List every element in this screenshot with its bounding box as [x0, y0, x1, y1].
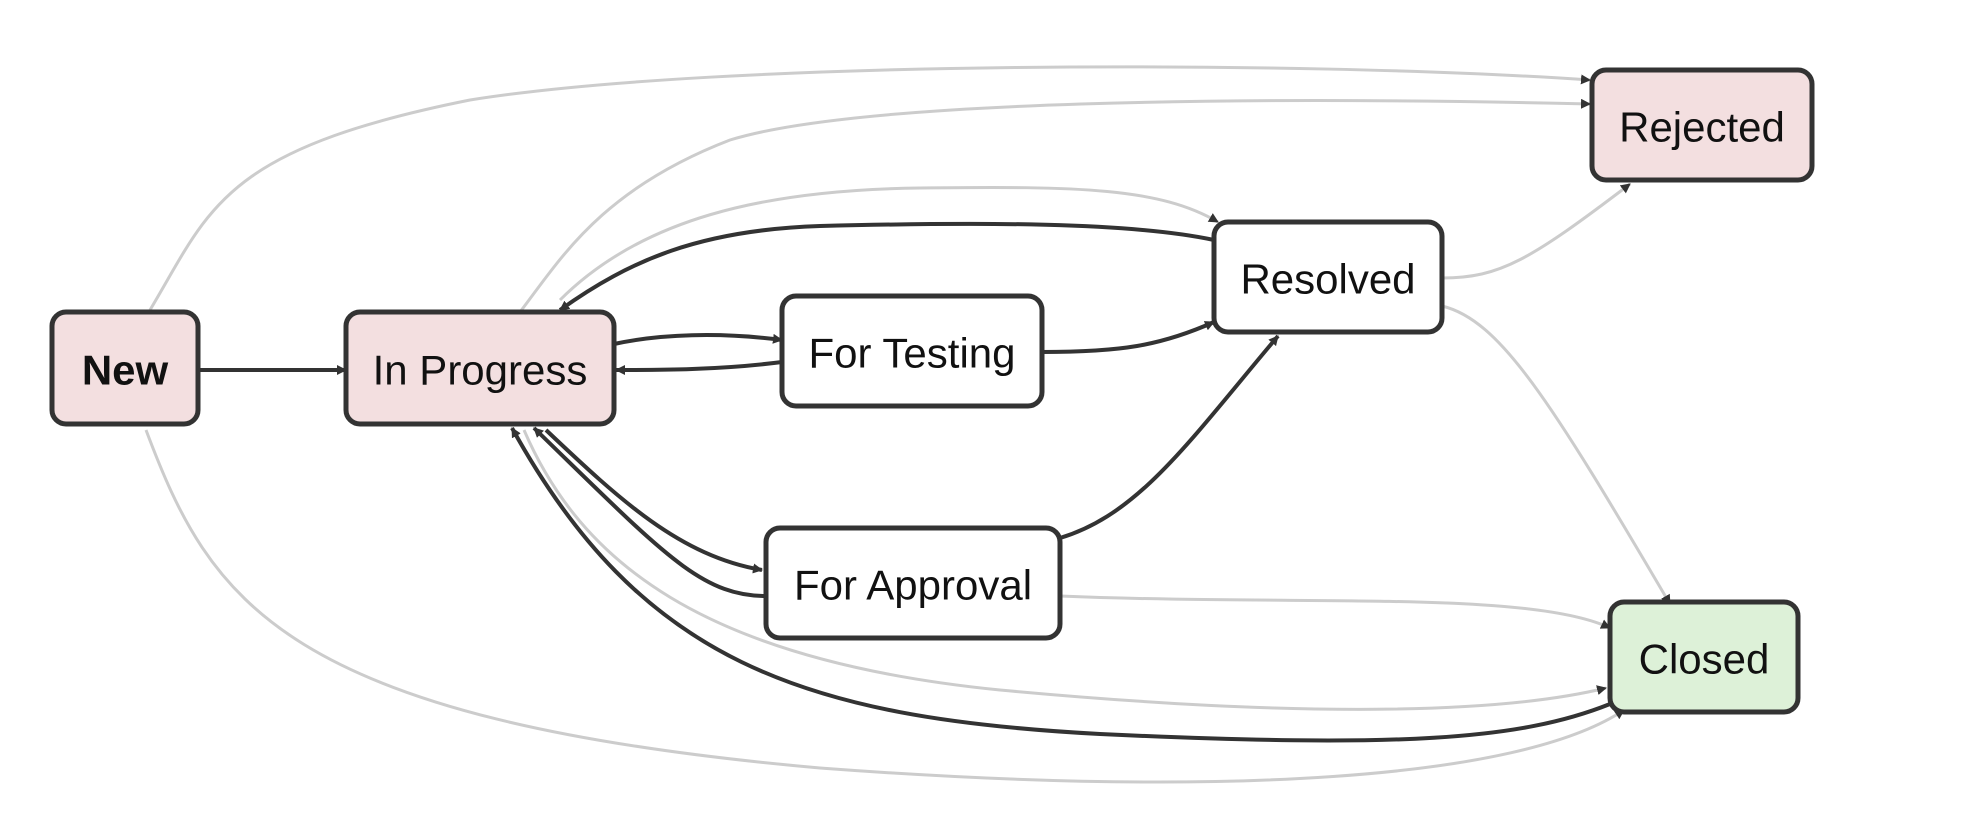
- edge-in-progress-to-rejected: [518, 98, 1591, 313]
- edge-for-approval-to-in-progress: [532, 426, 767, 598]
- node-label-new: New: [82, 347, 169, 394]
- edge-resolved-to-rejected: [1441, 182, 1631, 280]
- edge-in-progress-to-resolved: [558, 185, 1219, 302]
- node-resolved: Resolved: [1211, 219, 1445, 335]
- edge-resolved-to-in-progress: [558, 221, 1215, 312]
- node-label-in-progress: In Progress: [373, 347, 588, 394]
- edge-new-to-closed: [144, 429, 1625, 784]
- node-rejected: Rejected: [1589, 67, 1815, 183]
- node-label-for-approval: For Approval: [794, 562, 1032, 609]
- node-for-testing: For Testing: [779, 293, 1045, 409]
- node-in-progress: In Progress: [343, 309, 617, 427]
- node-closed: Closed: [1607, 599, 1801, 715]
- edge-closed-to-in-progress: [510, 427, 1611, 743]
- node-box-for-approval: [763, 525, 1063, 641]
- edge-resolved-to-closed: [1441, 304, 1672, 605]
- node-label-rejected: Rejected: [1619, 104, 1785, 151]
- node-box-for-testing: [779, 293, 1045, 409]
- edge-for-testing-to-resolved: [1041, 320, 1215, 354]
- node-box-in-progress: [343, 309, 617, 427]
- node-box-resolved: [1211, 219, 1445, 335]
- edges-dark: [198, 221, 1611, 743]
- node-for-approval: For Approval: [763, 525, 1063, 641]
- edges-light: [144, 65, 1672, 784]
- node-box-new: [49, 309, 201, 427]
- node-label-closed: Closed: [1639, 636, 1770, 683]
- node-label-resolved: Resolved: [1240, 256, 1415, 303]
- edge-for-testing-to-in-progress: [615, 360, 783, 375]
- node-box-closed: [1607, 599, 1801, 715]
- edge-for-approval-to-resolved: [1059, 334, 1280, 540]
- edge-for-approval-to-closed: [1059, 594, 1611, 630]
- edge-in-progress-to-closed: [522, 429, 1607, 711]
- edge-new-to-rejected: [148, 65, 1591, 311]
- node-box-rejected: [1589, 67, 1815, 183]
- edge-in-progress-to-for-testing: [613, 333, 783, 346]
- node-new: New: [49, 309, 201, 427]
- edge-in-progress-to-for-approval: [544, 428, 763, 574]
- node-label-for-testing: For Testing: [809, 330, 1016, 377]
